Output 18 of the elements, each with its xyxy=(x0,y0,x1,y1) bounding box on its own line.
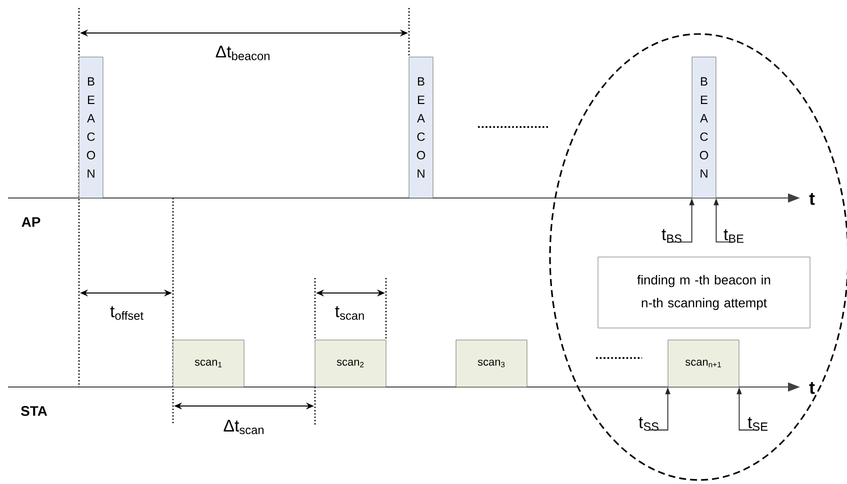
scan-box: scan$_{n+1}$ xyxy=(668,340,740,388)
beacon-box: BEACON xyxy=(692,56,716,198)
axis-label: t xyxy=(809,193,815,205)
note-box: finding m -th beacon in n-th scanning attempt xyxy=(598,256,810,328)
dimension-label: t$_{scan}$ xyxy=(335,306,364,320)
scan-box: scan$_{2}$ xyxy=(314,340,386,388)
axis-label: t xyxy=(809,382,815,394)
scan-box: scan$_{3}$ xyxy=(456,340,528,388)
beacon-box: BEACON xyxy=(78,56,104,198)
dimension-label: Δt$_{scan}$ xyxy=(224,420,264,434)
scan-box: scan$_{1}$ xyxy=(172,340,244,388)
lane-label: STA xyxy=(20,406,48,416)
dimension-label: t$_{offset}$ xyxy=(110,306,144,320)
lane-label: AP xyxy=(22,217,40,227)
dimension-label: Δt$_{beacon}$ xyxy=(216,46,270,60)
time-label: t$_{BS}$ xyxy=(662,229,682,243)
time-label: t$_{BE}$ xyxy=(724,229,744,243)
beacon-box: BEACON xyxy=(408,56,434,198)
